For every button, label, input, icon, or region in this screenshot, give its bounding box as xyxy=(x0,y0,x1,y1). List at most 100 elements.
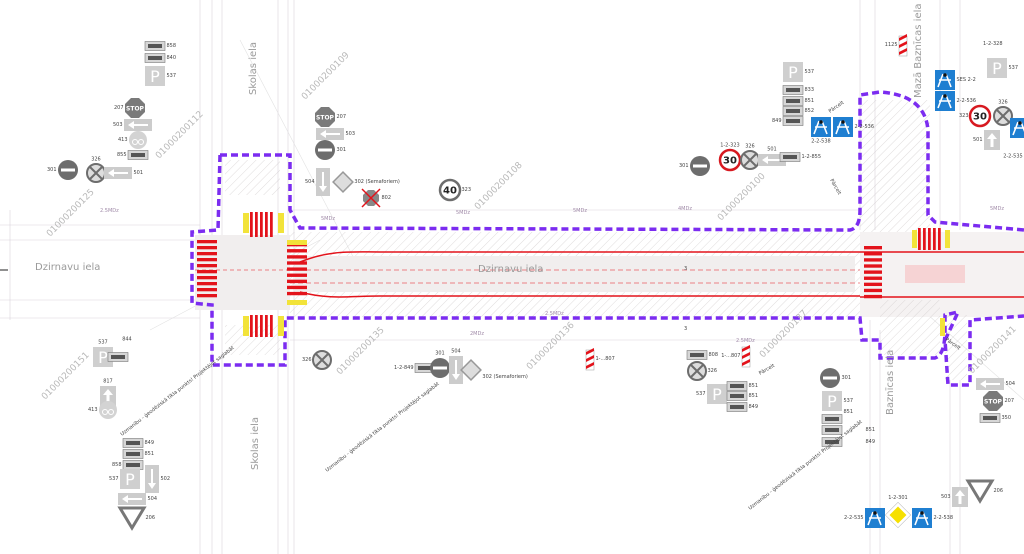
sign-code-label: 2-2-535 xyxy=(844,515,864,521)
sign-code-label: 1-2-301 xyxy=(888,495,908,501)
sign-code-label: 840 xyxy=(167,55,177,61)
sign-crossed-stop-icon xyxy=(361,188,381,208)
parcel-id: 01000200141 xyxy=(967,325,1019,377)
sign-code-label: 501 xyxy=(134,170,144,176)
sign-stop-icon: STOP xyxy=(315,107,335,127)
sign-plate-icon xyxy=(127,150,149,160)
parcel-id: 01000200109 xyxy=(300,50,352,102)
sign-arrow-up-icon xyxy=(100,386,116,406)
sign-code-label: 855 xyxy=(117,152,127,158)
parcel-id: 01000200136 xyxy=(525,320,577,372)
sign-code-label: 207 xyxy=(337,114,347,120)
note: Pārcelt xyxy=(828,178,842,196)
stop-glyph: STOP xyxy=(984,399,1003,406)
yellow-marking xyxy=(287,240,307,245)
crosswalk xyxy=(250,315,273,337)
sign-code-label: 302 (Semaforiem) xyxy=(354,179,399,185)
street-label-dzirnavu-left: Dzirnavu iela xyxy=(35,262,100,273)
parking-glyph: P xyxy=(125,470,135,489)
sign-code-label: 301 xyxy=(842,375,852,381)
zone-label: 5MDz xyxy=(573,208,587,214)
zone-label: 5MDz xyxy=(990,206,1004,212)
sign-code-label: 852 xyxy=(805,108,815,114)
sign-code-label: 326 xyxy=(998,100,1008,106)
section-mark: 3 xyxy=(684,326,687,332)
sign-arrow-down-icon xyxy=(145,465,159,493)
sign-arrow-up-icon xyxy=(984,130,1000,150)
sign-diamond-yellow-icon xyxy=(884,501,912,529)
sign-code-label: 858 xyxy=(112,462,122,468)
sign-plate-icon xyxy=(782,116,804,126)
sign-no-entry-icon xyxy=(820,368,840,388)
sign-speed-icon: 30 xyxy=(968,104,992,128)
yellow-marking xyxy=(243,316,249,336)
sign-code-label: 326 xyxy=(91,157,101,163)
sign-code-label: 206 xyxy=(146,515,156,521)
sign-no-stopping-icon xyxy=(312,350,332,370)
sign-code-label: 301 xyxy=(435,351,445,357)
sign-code-label: 1125 xyxy=(885,42,898,48)
sign-code-label: 1-...807 xyxy=(721,353,740,359)
sign-plate-icon xyxy=(726,391,748,401)
sign-code-label: 1-2-323 xyxy=(720,143,740,149)
sign-plate-icon xyxy=(821,414,843,424)
sign-plate-icon xyxy=(779,152,801,162)
road-surface xyxy=(195,100,1024,380)
project-boundary xyxy=(190,90,1024,387)
note: Uzmanību - ģeodēziskā tīkla punkts! Proj… xyxy=(748,419,864,511)
note: Uzmanību - ģeodēziskā tīkla punkts! Proj… xyxy=(325,381,441,473)
sign-plate-icon xyxy=(144,53,166,63)
sign-code-label: 537 xyxy=(805,69,815,75)
sign-parking-icon: P xyxy=(822,391,842,411)
sign-code-label: 503 xyxy=(113,122,123,128)
zone-label: 5MDz xyxy=(321,216,335,222)
sign-no-stopping-icon xyxy=(86,163,106,183)
sign-code-label: 537 xyxy=(1009,65,1019,71)
sign-code-label: 2-2-538 xyxy=(934,515,954,521)
parcel-id: 01000200151 xyxy=(40,351,92,403)
sign-code-label: 501 xyxy=(767,147,777,153)
sign-code-label: 1-...807 xyxy=(596,356,615,362)
sign-plate-icon xyxy=(782,85,804,95)
crosswalk xyxy=(197,240,217,298)
sign-parking-icon: P xyxy=(987,58,1007,78)
sign-hazard-icon xyxy=(741,345,751,368)
sign-code-label: 849 xyxy=(772,118,782,124)
sign-code-label: 537 xyxy=(167,73,177,79)
sign-parking-icon: P xyxy=(783,62,803,82)
sign-no-stopping-icon xyxy=(740,150,760,170)
sign-code-label: 833 xyxy=(805,87,815,93)
crosswalk xyxy=(918,228,941,250)
parcel-id: 01000200108 xyxy=(473,160,525,212)
sign-code-label: 802 xyxy=(382,195,392,201)
sign-code-label: 504 xyxy=(305,179,315,185)
stop-glyph: STOP xyxy=(316,115,335,122)
yellow-marking xyxy=(912,230,917,248)
yellow-marking xyxy=(278,213,284,233)
sign-code-label: 1-2-849 xyxy=(394,365,414,371)
sign-plate-icon xyxy=(979,413,1001,423)
sign-code-label: 808 xyxy=(709,352,719,358)
stop-glyph: STOP xyxy=(126,106,145,113)
sign-code-label: 207 xyxy=(1005,398,1015,404)
crosswalk-layer xyxy=(197,212,950,337)
sign-plate-icon xyxy=(122,460,144,470)
sign-plate-icon xyxy=(122,438,144,448)
crosswalk xyxy=(864,246,882,299)
sign-hazard-icon xyxy=(898,34,908,57)
note: Uzmanību - ģeodēziskā tīkla punkts! Proj… xyxy=(120,345,236,437)
sign-code-label: 502 xyxy=(161,476,171,482)
sign-code-label: 302 (Semaforiem) xyxy=(482,374,527,380)
sign-plate-icon xyxy=(821,437,843,447)
sign-arrow-left-icon xyxy=(118,493,146,505)
sign-yield-icon xyxy=(965,479,995,504)
sign-code-label: SES 2-2 xyxy=(957,77,976,83)
sign-pedestrian-blue-icon xyxy=(865,508,885,528)
sign-code-label: 301 xyxy=(47,167,57,173)
sign-diamond-icon xyxy=(460,359,482,381)
sign-code-label: 2-2-538 xyxy=(811,139,831,145)
sign-stop-icon: STOP xyxy=(125,98,145,118)
sign-code-label: 851 xyxy=(866,427,876,433)
sign-code-label: 537 xyxy=(109,476,119,482)
